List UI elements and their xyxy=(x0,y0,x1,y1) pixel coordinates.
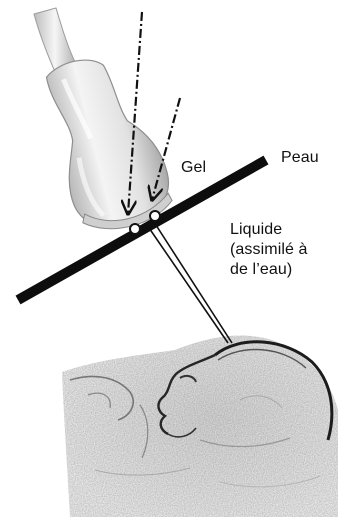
liquid-label: Liquide (assimilé à de l’eau) xyxy=(230,220,308,280)
liquid-label-line-3: de l’eau) xyxy=(230,260,308,280)
liquid-label-line-2: (assimilé à xyxy=(230,240,308,260)
gel-label: Gel xyxy=(181,158,206,178)
contact-point-2 xyxy=(150,211,160,221)
skin-label: Peau xyxy=(281,148,319,168)
ultrasound-beam xyxy=(147,222,232,343)
ultrasound-probe-icon xyxy=(40,46,178,239)
contact-point-1 xyxy=(130,224,140,234)
fetal-ultrasound-image xyxy=(62,335,338,517)
liquid-label-line-1: Liquide xyxy=(230,220,308,240)
